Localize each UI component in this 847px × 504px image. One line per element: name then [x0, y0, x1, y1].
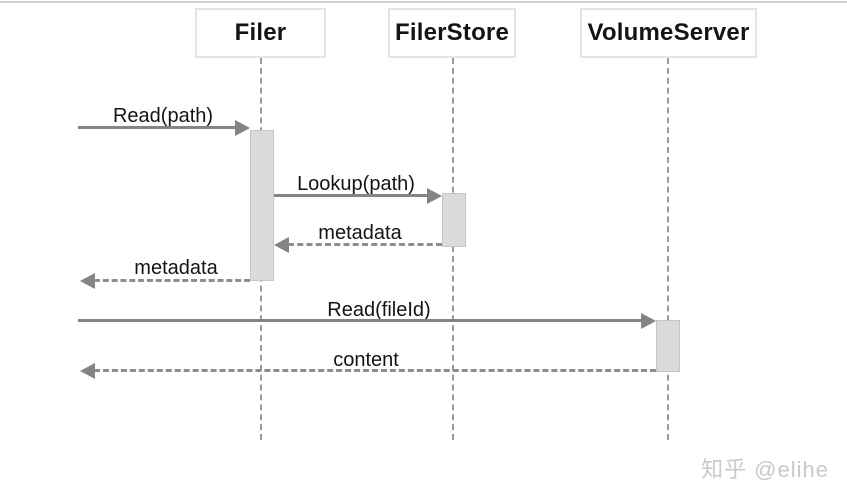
arrow-line — [78, 126, 238, 129]
activation-bar-filer — [250, 130, 274, 281]
arrowhead-left-icon — [274, 237, 289, 253]
watermark: 知乎 @elihe — [701, 457, 829, 482]
activation-bar-volumeserver — [656, 320, 680, 372]
arrowhead-right-icon — [641, 313, 656, 329]
activation-bar-filerstore — [442, 193, 466, 247]
message-label: Read(fileId) — [327, 299, 431, 321]
message-label: Read(path) — [112, 105, 214, 127]
top-border — [0, 1, 847, 3]
participant-label: Filer — [234, 19, 287, 46]
arrow-line — [288, 243, 442, 246]
arrow-line — [78, 319, 642, 322]
lifeline-volumeserver — [667, 58, 669, 440]
message-label: metadata — [134, 257, 218, 279]
participant-box-volumeserver: VolumeServer — [580, 8, 757, 58]
participant-box-filer: Filer — [195, 8, 326, 58]
participant-label: VolumeServer — [587, 19, 750, 46]
arrow-line — [274, 194, 428, 197]
participant-box-filerstore: FilerStore — [388, 8, 516, 58]
arrowhead-left-icon — [80, 363, 95, 379]
message-label: metadata — [318, 222, 402, 244]
lifeline-filerstore — [452, 58, 454, 440]
arrowhead-left-icon — [80, 273, 95, 289]
message-label: content — [333, 349, 399, 371]
arrow-line — [94, 279, 250, 282]
arrow-line — [94, 369, 656, 372]
message-label: Lookup(path) — [297, 173, 415, 195]
arrowhead-right-icon — [235, 120, 250, 136]
arrowhead-right-icon — [427, 188, 442, 204]
participant-label: FilerStore — [394, 19, 510, 46]
